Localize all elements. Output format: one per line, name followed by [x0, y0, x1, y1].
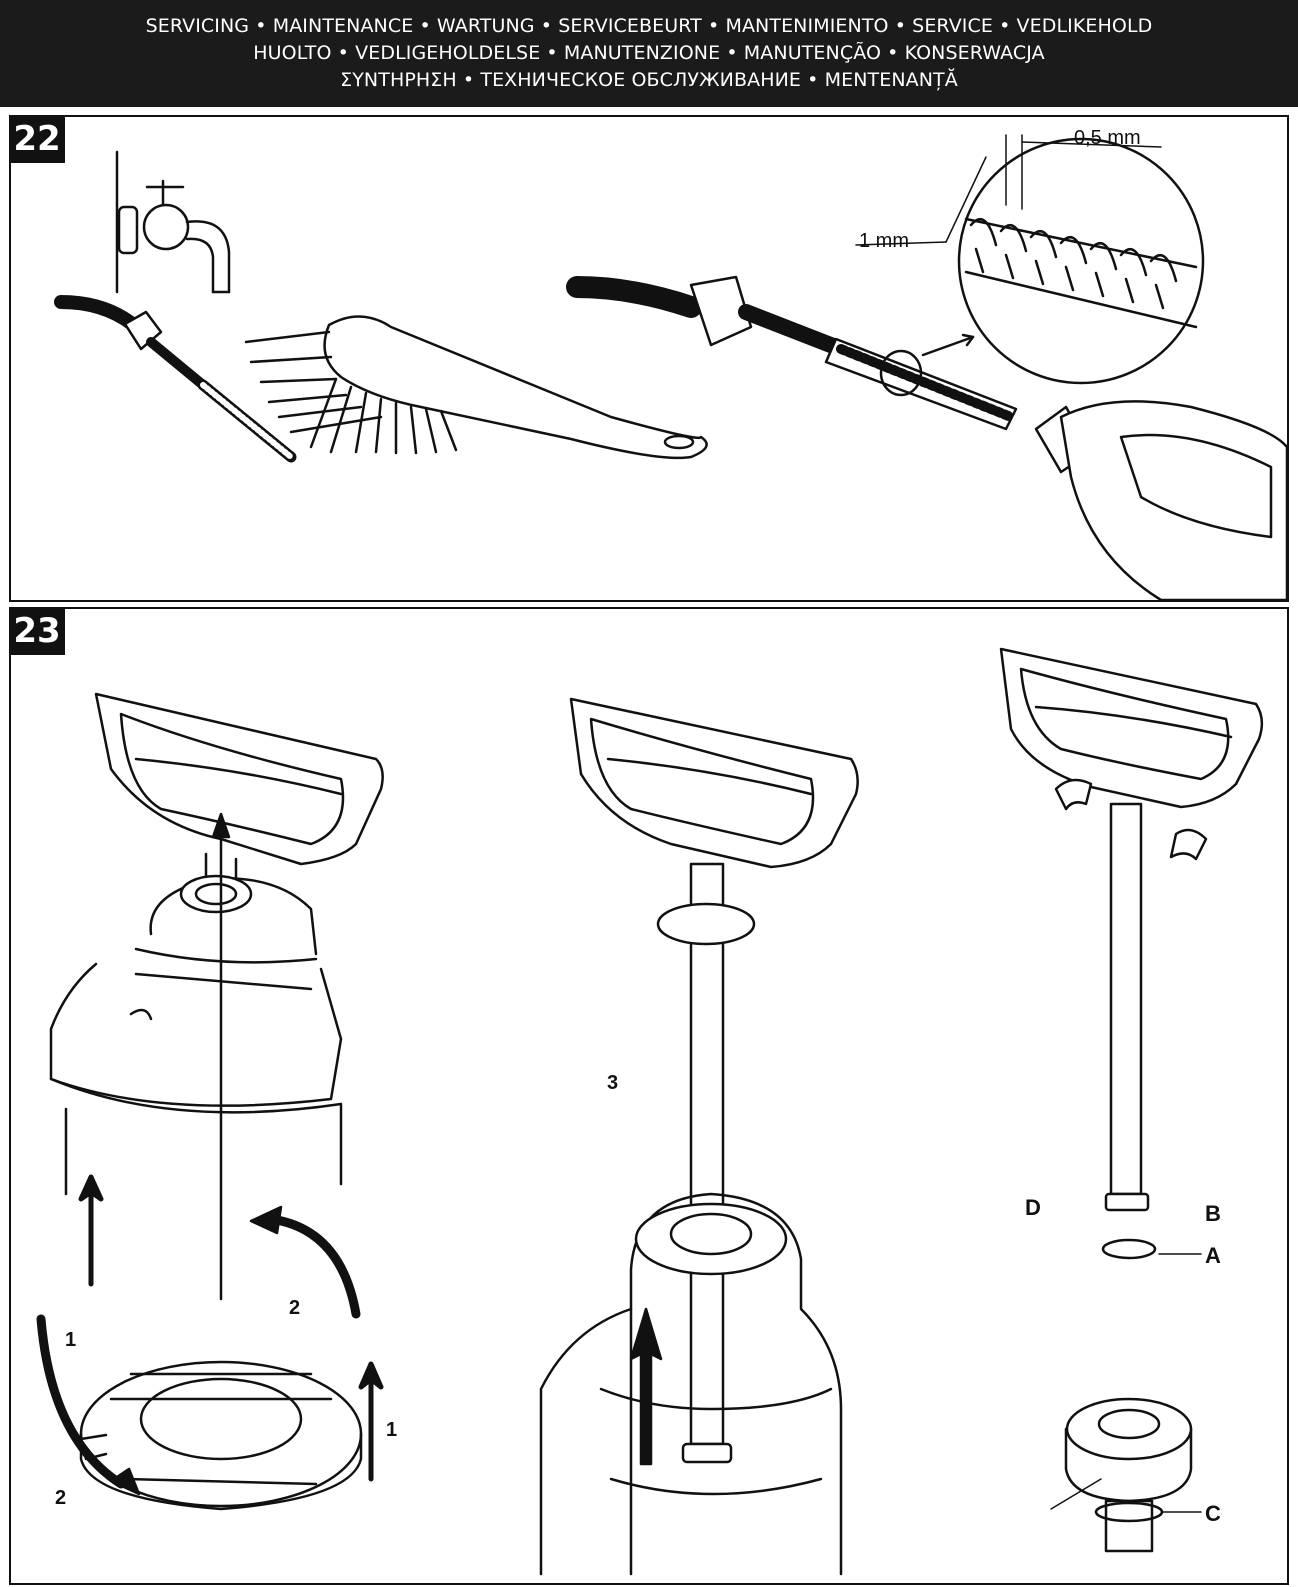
header-line-1: SERVICING • MAINTENANCE • WARTUNG • SERV…	[145, 15, 1153, 37]
label-1-left: 1	[65, 1329, 76, 1351]
hose-with-filter-icon	[54, 295, 297, 463]
label-part-d: D	[1025, 1195, 1041, 1220]
dimension-0-5mm: 0,5 mm	[1074, 127, 1141, 149]
label-3: 3	[607, 1072, 618, 1094]
step-22-panel: 22	[9, 115, 1289, 602]
exploded-handle-icon	[999, 647, 1264, 1212]
label-part-c: C	[1205, 1501, 1221, 1526]
up-arrow-icon	[78, 812, 384, 1482]
water-tap-icon	[115, 150, 231, 294]
hose-filter-detail-icon	[566, 275, 1018, 431]
magnified-filter-icon	[855, 134, 1205, 385]
pump-body-icon	[539, 1192, 843, 1576]
step-22-illustration: 0,5 mm 1 mm	[54, 127, 1287, 600]
step-23-number: 23	[9, 607, 65, 655]
label-part-b: B	[1205, 1201, 1221, 1226]
section-header: SERVICING • MAINTENANCE • WARTUNG • SERV…	[0, 0, 1298, 107]
label-2-top: 2	[289, 1297, 300, 1319]
label-part-a: A	[1205, 1243, 1221, 1268]
step-23-panel: 23	[9, 607, 1289, 1585]
step-22-number: 22	[9, 115, 65, 163]
header-line-3: ΣΥΝΤΗΡΗΣΗ • ТЕХНИЧЕСКОЕ ОБСЛУЖИВАНИЕ • M…	[340, 69, 958, 91]
header-line-2: HUOLTO • VEDLIGEHOLDELSE • MANUTENZIONE …	[253, 42, 1045, 64]
dimension-1mm: 1 mm	[859, 230, 909, 252]
exploded-parts-icon	[1050, 1238, 1202, 1553]
pump-handle-shaft-icon	[569, 697, 859, 1466]
rotate-arrow-icon	[36, 1205, 361, 1496]
step-23-illustration: 1 1 2 2 3 A B C D	[36, 647, 1264, 1576]
lock-collar-ring-icon	[79, 1360, 363, 1511]
label-2-bottom: 2	[55, 1487, 66, 1509]
label-1-right: 1	[386, 1419, 397, 1441]
cleaning-brush-icon	[244, 315, 708, 460]
spray-handle-icon	[1034, 400, 1287, 600]
pump-assembly-icon	[49, 692, 384, 1196]
